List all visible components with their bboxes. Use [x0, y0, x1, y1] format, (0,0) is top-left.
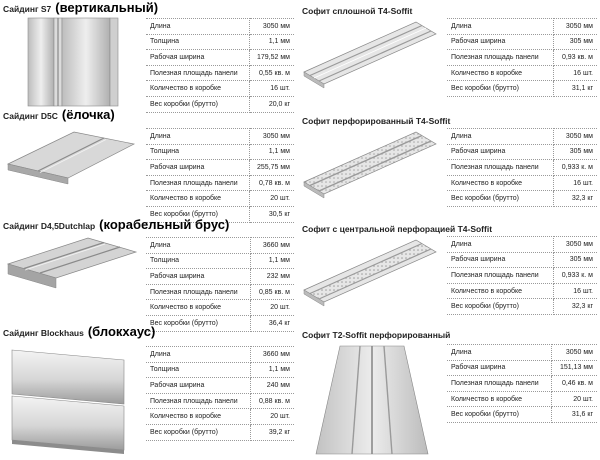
product-title: Сайдинг S7(вертикальный) — [3, 0, 159, 15]
blockhaus-siding-image — [11, 349, 125, 454]
dutchlap-siding-image — [6, 237, 138, 289]
spec-row: Вес коробки (брутто)31,6 кг — [447, 406, 597, 423]
t2-soffit-image — [315, 345, 429, 455]
spec-row: Вес коробки (брутто)30,5 кг — [146, 206, 294, 223]
product-title: Сайдинг D5C(ёлочка) — [3, 107, 115, 122]
spec-row: Вес коробки (брутто)31,1 кг — [447, 80, 597, 97]
product-title: Сайдинг D4,5Dutchlap(корабельный брус) — [3, 217, 230, 232]
product-title: Софит перфорированный T4-Soffit — [302, 116, 451, 126]
spec-row: Вес коробки (брутто)36,4 кг — [146, 315, 294, 332]
perforated-soffit-image — [303, 131, 437, 199]
spec-row: Вес коробки (брутто)32,3 кг — [447, 190, 597, 207]
product-title: Софит T2-Soffit перфорированный — [302, 330, 451, 340]
spec-row: Вес коробки (брутто)20,0 кг — [146, 96, 294, 113]
spec-row: Вес коробки (брутто)32,3 кг — [447, 298, 597, 315]
product-title: Сайдинг Blockhaus(блокхаус) — [3, 324, 156, 339]
spec-row: Вес коробки (брутто)39,2 кг — [146, 424, 294, 441]
product-title: Софит с центральной перфорацией T4-Soffi… — [302, 224, 493, 234]
product-title: Софит сплошной T4-Soffit — [302, 6, 413, 16]
center-perforated-soffit-image — [303, 239, 437, 307]
solid-soffit-image — [303, 21, 437, 89]
vertical-siding-image — [27, 17, 119, 107]
d5c-siding-image — [6, 131, 136, 185]
